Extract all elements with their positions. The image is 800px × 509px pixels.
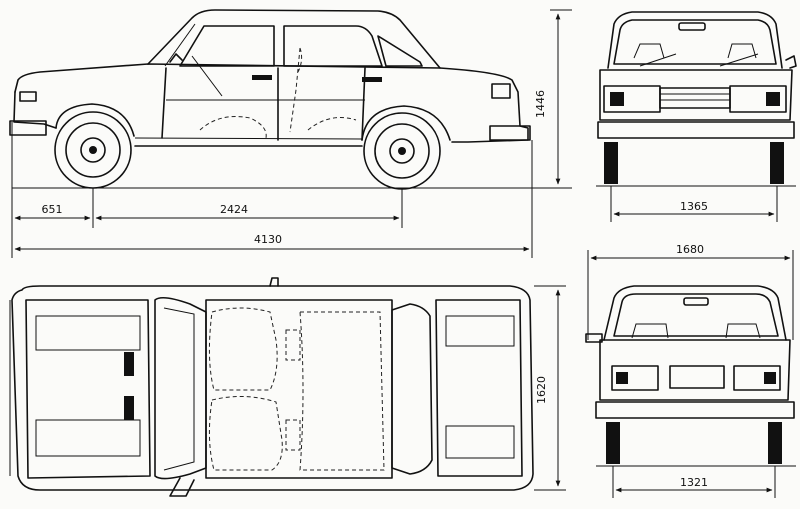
side-headlight <box>19 91 37 102</box>
windshield <box>613 19 777 65</box>
hood-panel <box>25 299 151 479</box>
front-wheel <box>54 111 132 189</box>
side-body-outline <box>14 63 529 143</box>
rear-left-tire <box>606 422 620 464</box>
rear-view <box>585 285 796 467</box>
rear-left-taillight <box>611 365 659 391</box>
rear-right-taillight <box>733 365 781 391</box>
front-dimensions: 1365 1680 <box>587 186 794 340</box>
top-windshield <box>154 296 207 480</box>
side-taillight <box>491 83 511 99</box>
top-rear-window <box>391 303 433 475</box>
side-dimensions: 1446 651 2424 4130 <box>11 9 572 258</box>
rear-door-window <box>283 25 383 67</box>
overall-length-label: 4130 <box>254 233 282 246</box>
front-roof-outline <box>607 11 783 69</box>
wheelbase-label: 2424 <box>220 203 248 216</box>
front-track-label: 1365 <box>680 200 708 213</box>
side-roof-outline <box>147 9 441 69</box>
rear-right-tire <box>768 422 782 464</box>
front-overhang-label: 651 <box>42 203 63 216</box>
front-fascia <box>599 69 793 121</box>
top-body-outline <box>11 285 534 491</box>
rear-wheel <box>363 112 441 190</box>
side-view <box>9 9 560 190</box>
trunk-panel <box>435 299 523 477</box>
top-dimensions: 1620 <box>534 285 566 491</box>
front-door-window <box>179 25 275 67</box>
front-wheel-arch <box>55 103 135 137</box>
height-label: 1446 <box>534 90 547 118</box>
overall-width-label: 1680 <box>676 243 704 256</box>
side-rear-bumper <box>489 125 531 141</box>
front-right-tire <box>770 142 784 184</box>
front-grille <box>659 87 731 109</box>
rear-bumper <box>595 401 795 419</box>
front-left-tire <box>604 142 618 184</box>
rear-roof-outline <box>603 285 787 341</box>
front-view <box>596 11 797 187</box>
side-front-lower <box>13 91 57 129</box>
top-view <box>9 277 534 497</box>
width-label: 1620 <box>535 376 548 404</box>
rear-wheel-arch <box>361 105 451 141</box>
rear-window <box>613 293 779 337</box>
rear-door-handle <box>362 77 382 82</box>
rear-view-mirror <box>678 22 706 31</box>
side-front-bumper <box>9 120 47 136</box>
rear-dimensions: 1321 <box>612 466 776 498</box>
rear-track-label: 1321 <box>680 476 708 489</box>
rear-quarter-window <box>377 35 423 67</box>
roof-panel <box>205 299 393 479</box>
rear-license-plate <box>669 365 725 389</box>
rear-fascia <box>599 339 791 401</box>
front-bumper <box>597 121 795 139</box>
top-left-mirror <box>169 477 195 497</box>
front-door-handle <box>252 75 272 80</box>
